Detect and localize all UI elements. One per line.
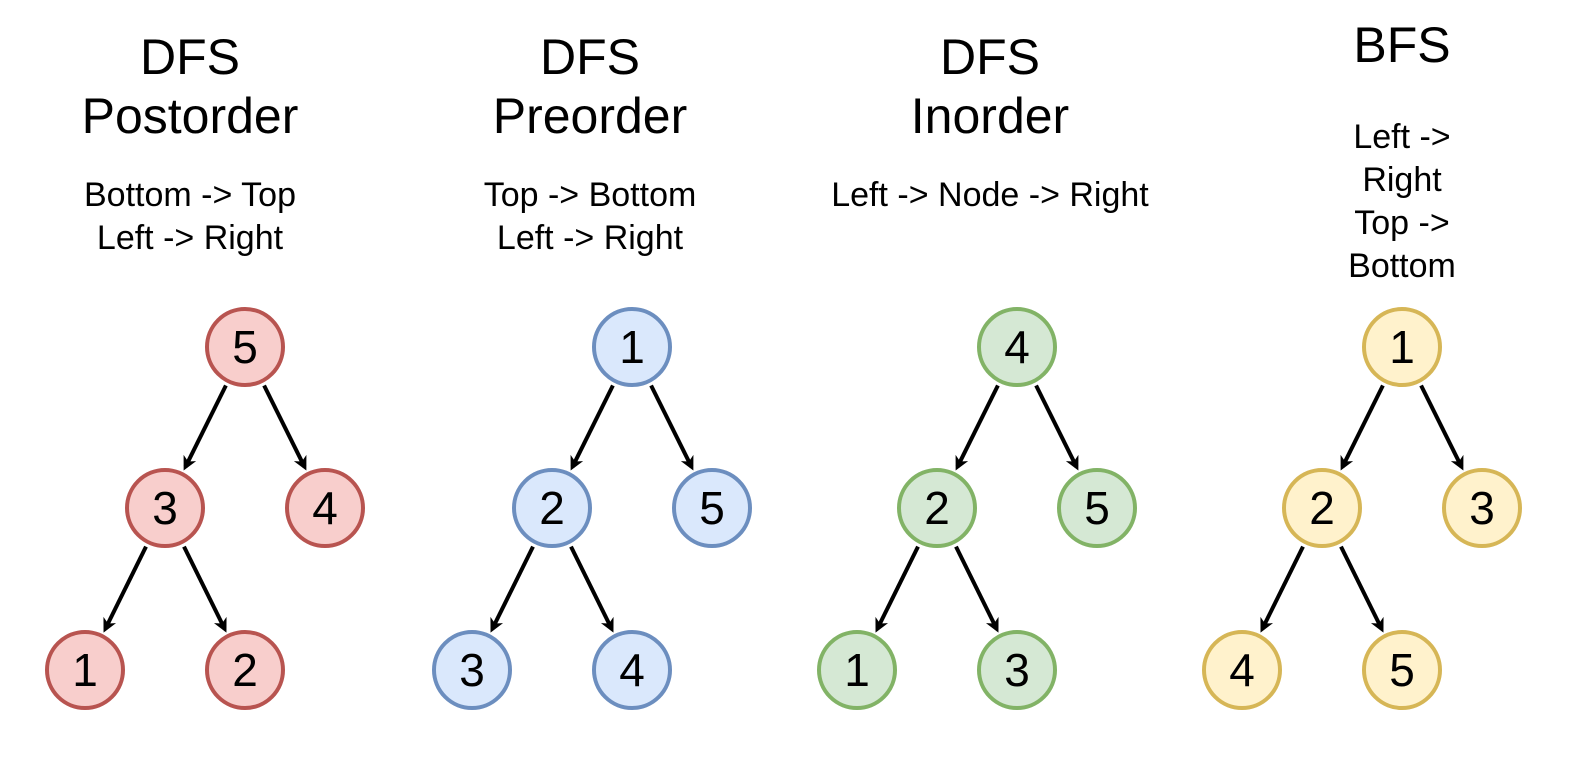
tree-node-bfs-right: 3	[1442, 468, 1522, 548]
tree-node-dfs-preorder-left_left: 3	[432, 630, 512, 710]
tree-node-dfs-inorder-right: 5	[1057, 468, 1137, 548]
column-subtitle-dfs-postorder: Bottom -> Top Left -> Right	[84, 176, 296, 257]
column-title-dfs-postorder: DFS Postorder	[81, 29, 299, 144]
tree-node-dfs-postorder-left_right: 2	[205, 630, 285, 710]
tree-edge-bfs-left-to-left_left	[1260, 545, 1305, 633]
column-title-bfs: BFS	[1353, 17, 1451, 73]
tree-node-dfs-postorder-left: 3	[125, 468, 205, 548]
tree-edge-dfs-inorder-left-to-left_right	[954, 545, 999, 633]
tree-node-dfs-postorder-right: 4	[285, 468, 365, 548]
tree-node-bfs-left: 2	[1282, 468, 1362, 548]
tree-edge-dfs-postorder-left-to-left_right	[182, 545, 227, 633]
tree-edge-bfs-root-to-left	[1340, 384, 1385, 471]
tree-edge-dfs-preorder-left-to-left_right	[569, 545, 614, 633]
column-subtitle-dfs-inorder: Left -> Node -> Right	[831, 176, 1149, 214]
tree-edge-dfs-postorder-root-to-right	[262, 384, 307, 471]
tree-edge-bfs-left-to-left_right	[1339, 545, 1384, 633]
tree-node-dfs-preorder-left_right: 4	[592, 630, 672, 710]
tree-node-dfs-postorder-root: 5	[205, 307, 285, 387]
column-subtitle-dfs-preorder: Top -> Bottom Left -> Right	[483, 176, 697, 257]
tree-node-dfs-preorder-left: 2	[512, 468, 592, 548]
tree-edge-dfs-preorder-left-to-left_left	[490, 545, 535, 633]
tree-node-dfs-inorder-left_left: 1	[817, 630, 897, 710]
tree-node-dfs-inorder-root: 4	[977, 307, 1057, 387]
tree-edge-dfs-postorder-left-to-left_left	[103, 545, 148, 633]
tree-edge-dfs-postorder-root-to-left	[183, 384, 228, 471]
column-title-dfs-preorder: DFS Preorder	[492, 29, 688, 144]
column-title-dfs-inorder: DFS Inorder	[910, 29, 1070, 144]
tree-node-dfs-postorder-left_left: 1	[45, 630, 125, 710]
tree-edge-dfs-inorder-root-to-left	[955, 384, 1000, 471]
tree-node-bfs-left_right: 5	[1362, 630, 1442, 710]
tree-node-dfs-preorder-root: 1	[592, 307, 672, 387]
tree-edge-dfs-preorder-root-to-right	[649, 384, 694, 471]
tree-edge-dfs-inorder-left-to-left_left	[875, 545, 920, 633]
tree-edge-dfs-inorder-root-to-right	[1034, 384, 1079, 471]
tree-edge-dfs-preorder-root-to-left	[570, 384, 615, 471]
tree-node-dfs-preorder-right: 5	[672, 468, 752, 548]
column-subtitle-bfs: Left -> Right Top -> Bottom	[1348, 118, 1456, 285]
tree-edge-bfs-root-to-right	[1419, 384, 1464, 471]
tree-node-bfs-left_left: 4	[1202, 630, 1282, 710]
tree-node-dfs-inorder-left_right: 3	[977, 630, 1057, 710]
tree-node-dfs-inorder-left: 2	[897, 468, 977, 548]
tree-node-bfs-root: 1	[1362, 307, 1442, 387]
